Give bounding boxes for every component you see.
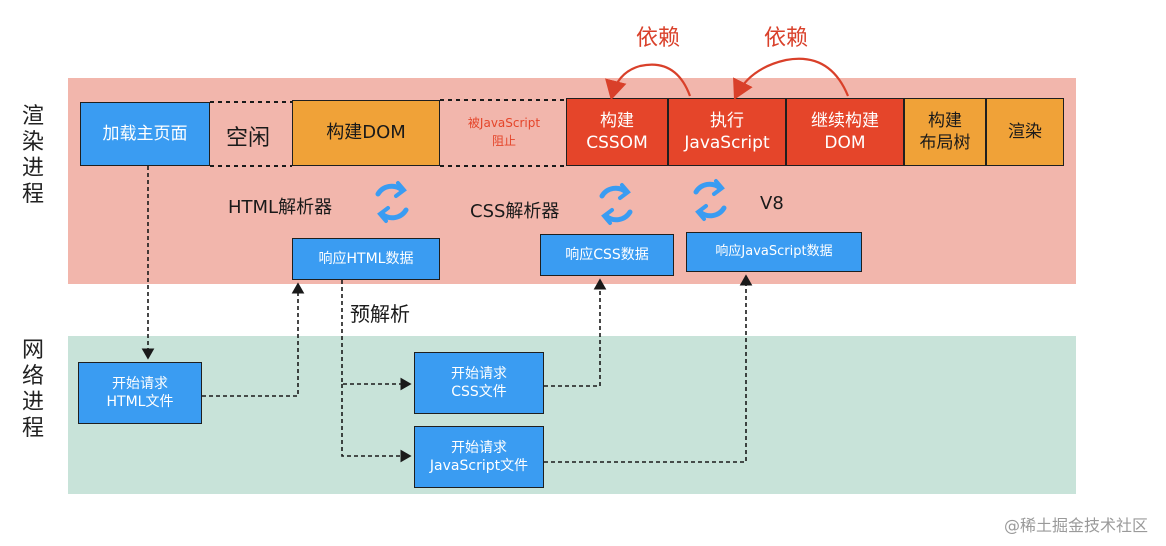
lane-label-char: 渲 [21, 104, 44, 129]
build-layout-tree-box: 构建 布局树 [904, 98, 986, 166]
dependency-label-1: 依赖 [636, 26, 681, 51]
lane-label-char: 进 [21, 390, 44, 415]
lane-label-char: 染 [21, 130, 44, 155]
javascript-data-response-box: 响应JavaScript数据 [686, 232, 862, 272]
html-parser-label: HTML解析器 [228, 197, 333, 218]
html-data-response-box: 响应HTML数据 [292, 238, 440, 280]
render-process-label: 渲染进程 [16, 104, 50, 208]
v8-label: V8 [760, 193, 784, 214]
lane-label-char: 进 [21, 156, 44, 181]
css-data-response-box: 响应CSS数据 [540, 234, 674, 276]
preparse-label: 预解析 [350, 302, 410, 326]
dependency-label-2: 依赖 [764, 26, 809, 51]
css-parser-label: CSS解析器 [470, 201, 560, 222]
watermark: @稀土掘金技术社区 [1003, 516, 1148, 535]
lane-label-char: 络 [21, 364, 44, 389]
lane-label-char: 程 [21, 416, 44, 441]
request-css-file-box: 开始请求 CSS文件 [414, 352, 544, 414]
network-process-label: 网络进程 [16, 338, 50, 442]
request-html-file-box: 开始请求 HTML文件 [78, 362, 202, 424]
build-cssom-box: 构建 CSSOM [566, 98, 668, 166]
paint-box: 渲染 [986, 98, 1064, 166]
lane-label-char: 程 [21, 182, 44, 207]
continue-build-dom-box: 继续构建 DOM [786, 98, 904, 166]
load-main-page-box: 加载主页面 [80, 102, 210, 166]
idle-label: 空闲 [226, 126, 271, 151]
network-process-lane [68, 336, 1076, 494]
execute-javascript-box: 执行 JavaScript [668, 98, 786, 166]
lane-label-char: 网 [21, 338, 44, 363]
request-javascript-file-box: 开始请求 JavaScript文件 [414, 426, 544, 488]
build-dom-box: 构建DOM [292, 100, 440, 166]
blocked-by-js-label: 被JavaScript 阻止 [467, 116, 541, 148]
